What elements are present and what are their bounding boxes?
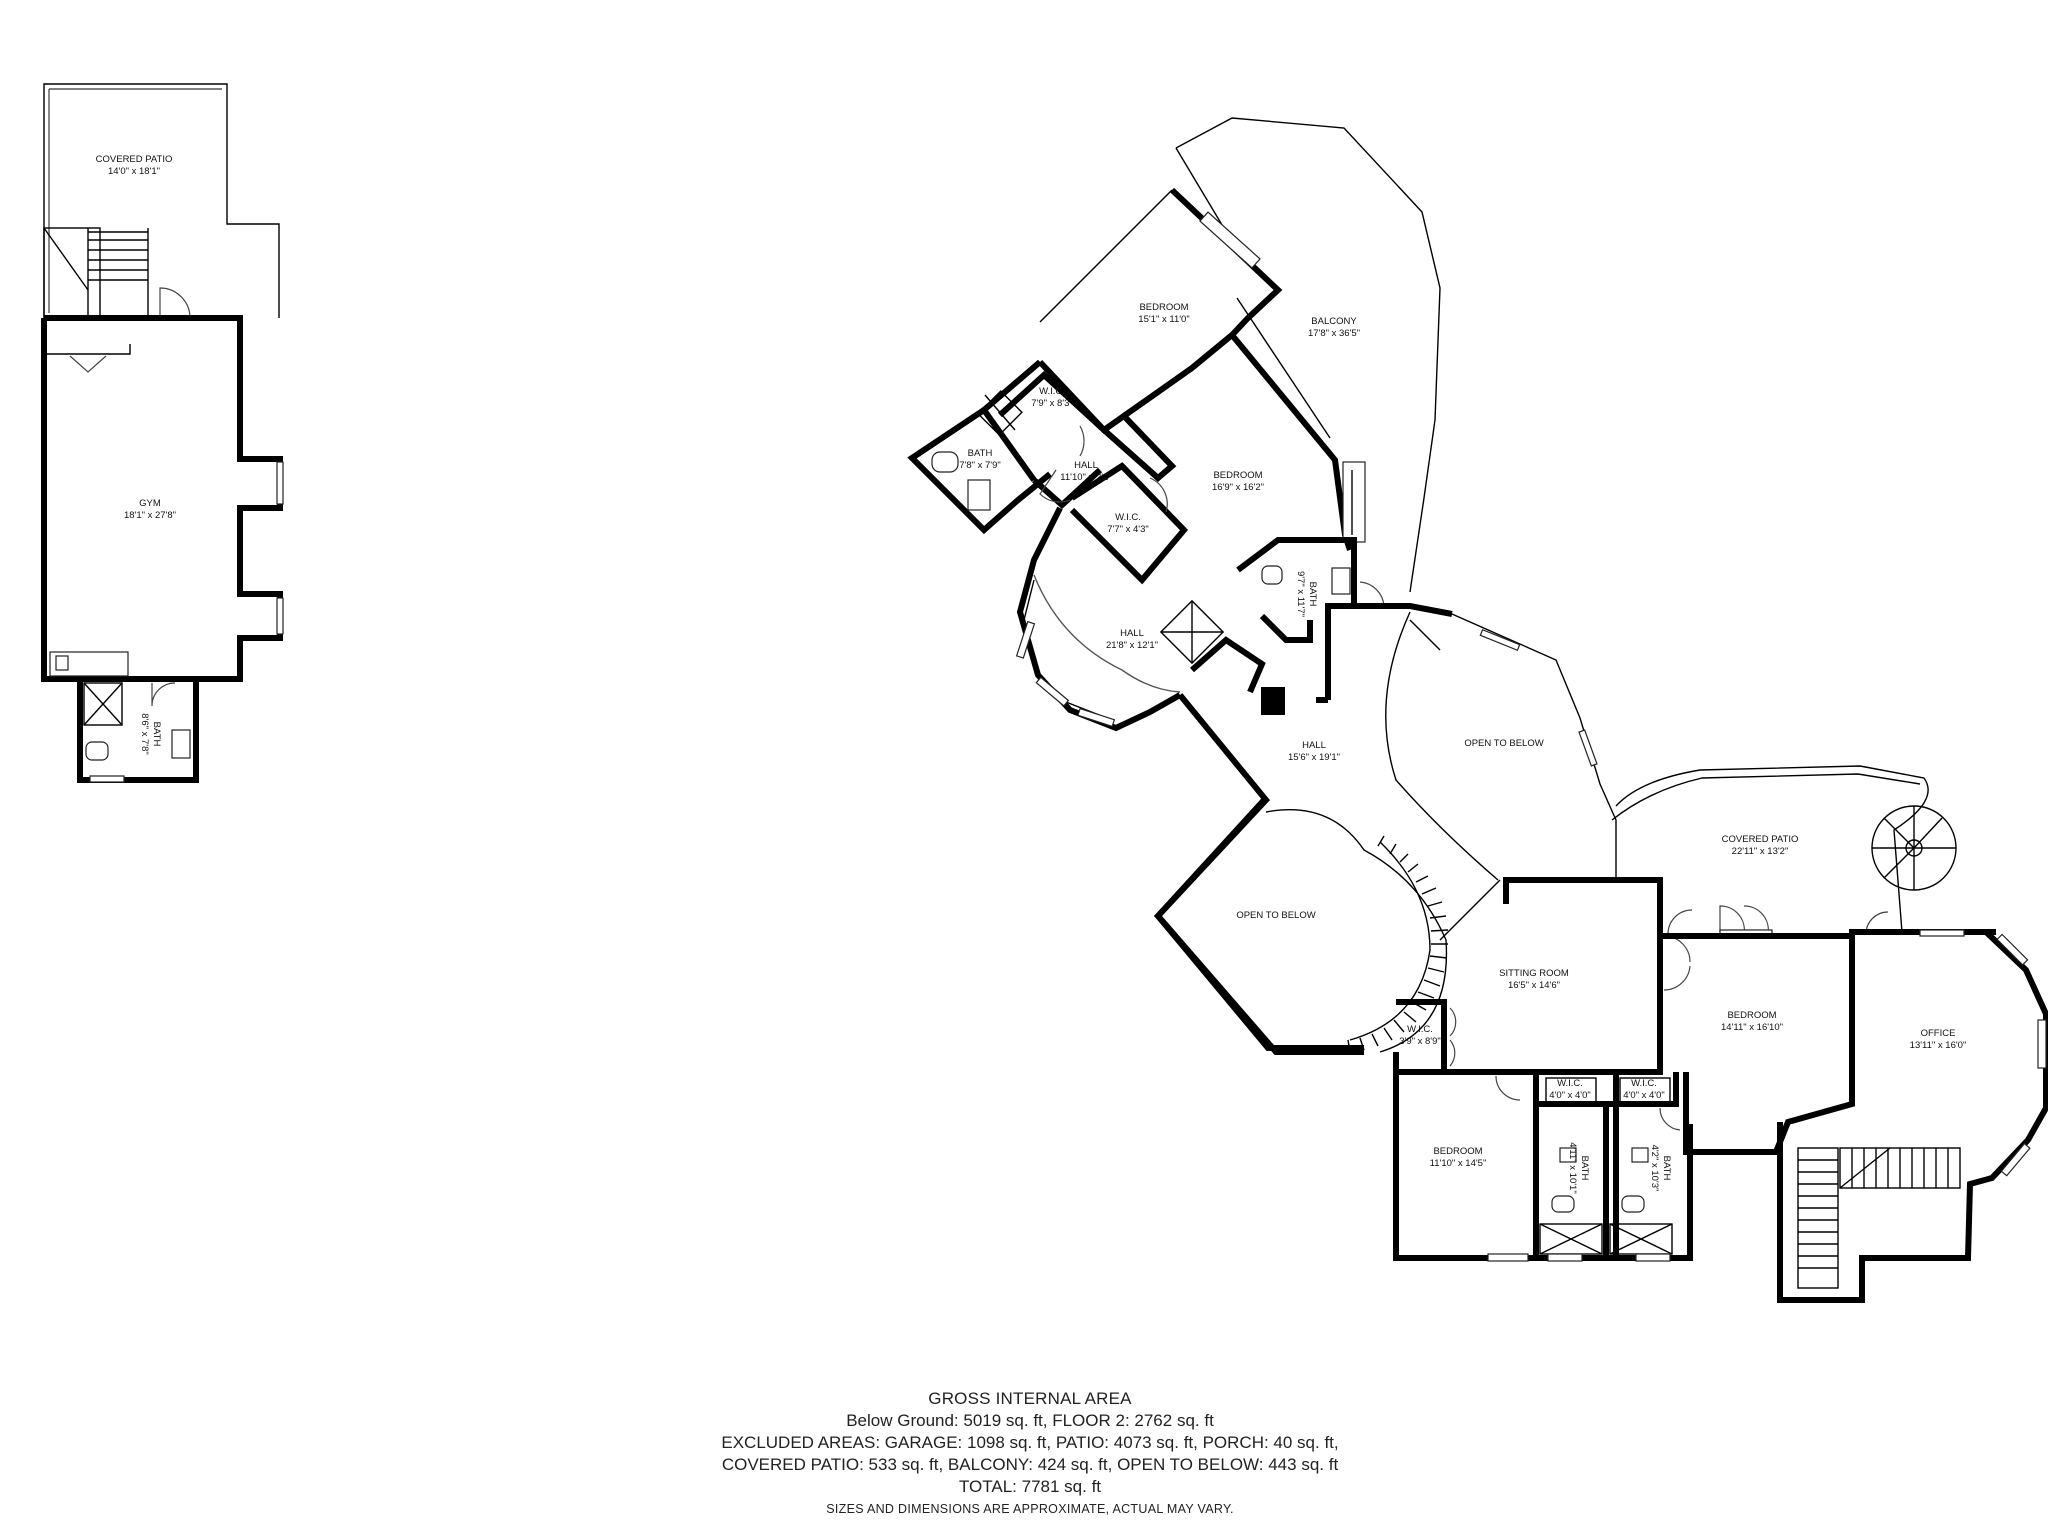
bedroom-bottom-dims: 11'10" x 14'5" bbox=[1430, 1158, 1487, 1169]
open-to-below-right-edge bbox=[1385, 611, 1499, 881]
bath-gym-name: BATH bbox=[151, 722, 162, 747]
bath-mid-walls bbox=[1236, 537, 1357, 700]
bedroom-bottom-name: BEDROOM bbox=[1433, 1146, 1482, 1157]
gym-bath-walls bbox=[77, 679, 199, 783]
bedroom-mid-name: BEDROOM bbox=[1213, 470, 1262, 481]
curved-stair-treads bbox=[1347, 835, 1449, 1053]
gym-walls bbox=[41, 315, 283, 682]
hall-small-dims: 11'10" x 2'1" bbox=[1060, 472, 1111, 483]
wic-b1-dims: 4'0" x 4'0" bbox=[1549, 1090, 1591, 1101]
office-walls bbox=[1777, 929, 2048, 1303]
stair-void bbox=[1159, 599, 1225, 665]
wic-b1-name: W.I.C. bbox=[1557, 1078, 1583, 1089]
bath-left-name: BATH bbox=[968, 448, 993, 459]
office-name: OFFICE bbox=[1921, 1028, 1956, 1039]
bath-left-dims: 7'8" x 7'9" bbox=[959, 460, 1001, 471]
hall-left-dims: 21'8" x 12'1" bbox=[1106, 640, 1158, 651]
office-dims: 13'11" x 16'0" bbox=[1910, 1040, 1967, 1051]
wic-b2-name: W.I.C. bbox=[1631, 1078, 1657, 1089]
bedroom-right-name: BEDROOM bbox=[1727, 1010, 1776, 1021]
open-below-left-name: OPEN TO BELOW bbox=[1236, 910, 1315, 921]
balcony-outline bbox=[1175, 117, 1441, 593]
curved-stair-inner bbox=[1349, 841, 1431, 1041]
area-line-1: Below Ground: 5019 sq. ft, FLOOR 2: 2762… bbox=[846, 1411, 1214, 1430]
patio-stairs bbox=[43, 227, 149, 318]
spiral-stair bbox=[1871, 805, 1957, 891]
bedroom-top-name: BEDROOM bbox=[1139, 302, 1188, 313]
covered-patio-2-name: COVERED PATIO bbox=[1722, 834, 1799, 845]
bath-gym-dims: 8'6" x 7'8" bbox=[139, 713, 150, 755]
bath-mid-dims: 9'7" x 11'7" bbox=[1295, 571, 1306, 617]
wic-small-name: W.I.C. bbox=[1407, 1024, 1433, 1035]
bath-b2-dims: 4'2" x 10'3" bbox=[1649, 1145, 1660, 1192]
wic-mid-name: W.I.C. bbox=[1115, 512, 1141, 523]
area-heading: GROSS INTERNAL AREA bbox=[928, 1389, 1132, 1408]
covered-patio-outline bbox=[43, 83, 280, 318]
wic-top-name: W.I.C. bbox=[1039, 386, 1065, 397]
bath-b1-dims: 4'11" x 10'1" bbox=[1567, 1142, 1578, 1193]
covered-patio-1-name: COVERED PATIO bbox=[96, 154, 173, 165]
wic-mid-walls bbox=[1069, 462, 1189, 585]
bedroom-top-dims: 15'1" x 11'0" bbox=[1138, 314, 1189, 325]
area-summary: GROSS INTERNAL AREA Below Ground: 5019 s… bbox=[560, 1388, 1500, 1520]
wic-top-dims: 7'9" x 8'3" bbox=[1031, 398, 1073, 409]
wic-small-walls bbox=[1396, 999, 1447, 1072]
bedroom-right-dims: 14'11" x 16'10" bbox=[1721, 1022, 1783, 1033]
office-stairs bbox=[1797, 1147, 1961, 1289]
wic-b2-dims: 4'0" x 4'0" bbox=[1623, 1090, 1665, 1101]
bedroom-right-walls bbox=[1660, 933, 1855, 1155]
bath-b2-name: BATH bbox=[1661, 1156, 1672, 1181]
bedroom-mid-dims: 16'9" x 16'2" bbox=[1212, 482, 1264, 493]
disclaimer: SIZES AND DIMENSIONS ARE APPROXIMATE, AC… bbox=[826, 1502, 1234, 1516]
curved-stair-outer bbox=[1265, 808, 1448, 1053]
hall-small-name: HALL bbox=[1074, 460, 1098, 471]
hall-center-dims: 15'6" x 19'1" bbox=[1288, 752, 1340, 763]
sitting-room-dims: 16'5" x 14'6" bbox=[1508, 980, 1560, 991]
bath-mid-name: BATH bbox=[1307, 582, 1318, 607]
room-labels: COVERED PATIO 14'0" x 18'1" GYM 18'1" x … bbox=[96, 154, 1967, 1194]
sitting-room-name: SITTING ROOM bbox=[1499, 968, 1569, 979]
area-total: TOTAL: 7781 sq. ft bbox=[958, 1477, 1102, 1496]
open-below-right-name: OPEN TO BELOW bbox=[1464, 738, 1543, 749]
balcony-dims: 17'8" x 36'5" bbox=[1308, 328, 1360, 339]
open-below-left-walls bbox=[1153, 797, 1364, 1055]
area-line-3: COVERED PATIO: 533 sq. ft, BALCONY: 424 … bbox=[721, 1455, 1339, 1474]
area-line-2: EXCLUDED AREAS: GARAGE: 1098 sq. ft, PAT… bbox=[721, 1433, 1339, 1452]
hall-center-walls bbox=[1154, 693, 1364, 1051]
sitting-room-walls bbox=[1393, 877, 1663, 1075]
hall-left-name: HALL bbox=[1120, 628, 1144, 639]
gym-name: GYM bbox=[139, 498, 161, 509]
bath-b1-name: BATH bbox=[1579, 1156, 1590, 1181]
bedroom-mid-walls bbox=[1229, 333, 1353, 551]
balcony-name: BALCONY bbox=[1311, 316, 1357, 327]
floor-two-plan bbox=[907, 117, 2048, 1303]
hall-center-name: HALL bbox=[1302, 740, 1326, 751]
covered-patio-2-dims: 22'11" x 13'2" bbox=[1732, 846, 1789, 857]
wic-small-dims: 3'9" x 8'9" bbox=[1399, 1036, 1441, 1047]
lower-level-plan bbox=[41, 83, 284, 783]
covered-patio-1-dims: 14'0" x 18'1" bbox=[108, 166, 160, 177]
gym-dims: 18'1" x 27'8" bbox=[124, 510, 176, 521]
wic-mid-dims: 7'7" x 4'3" bbox=[1107, 524, 1149, 535]
